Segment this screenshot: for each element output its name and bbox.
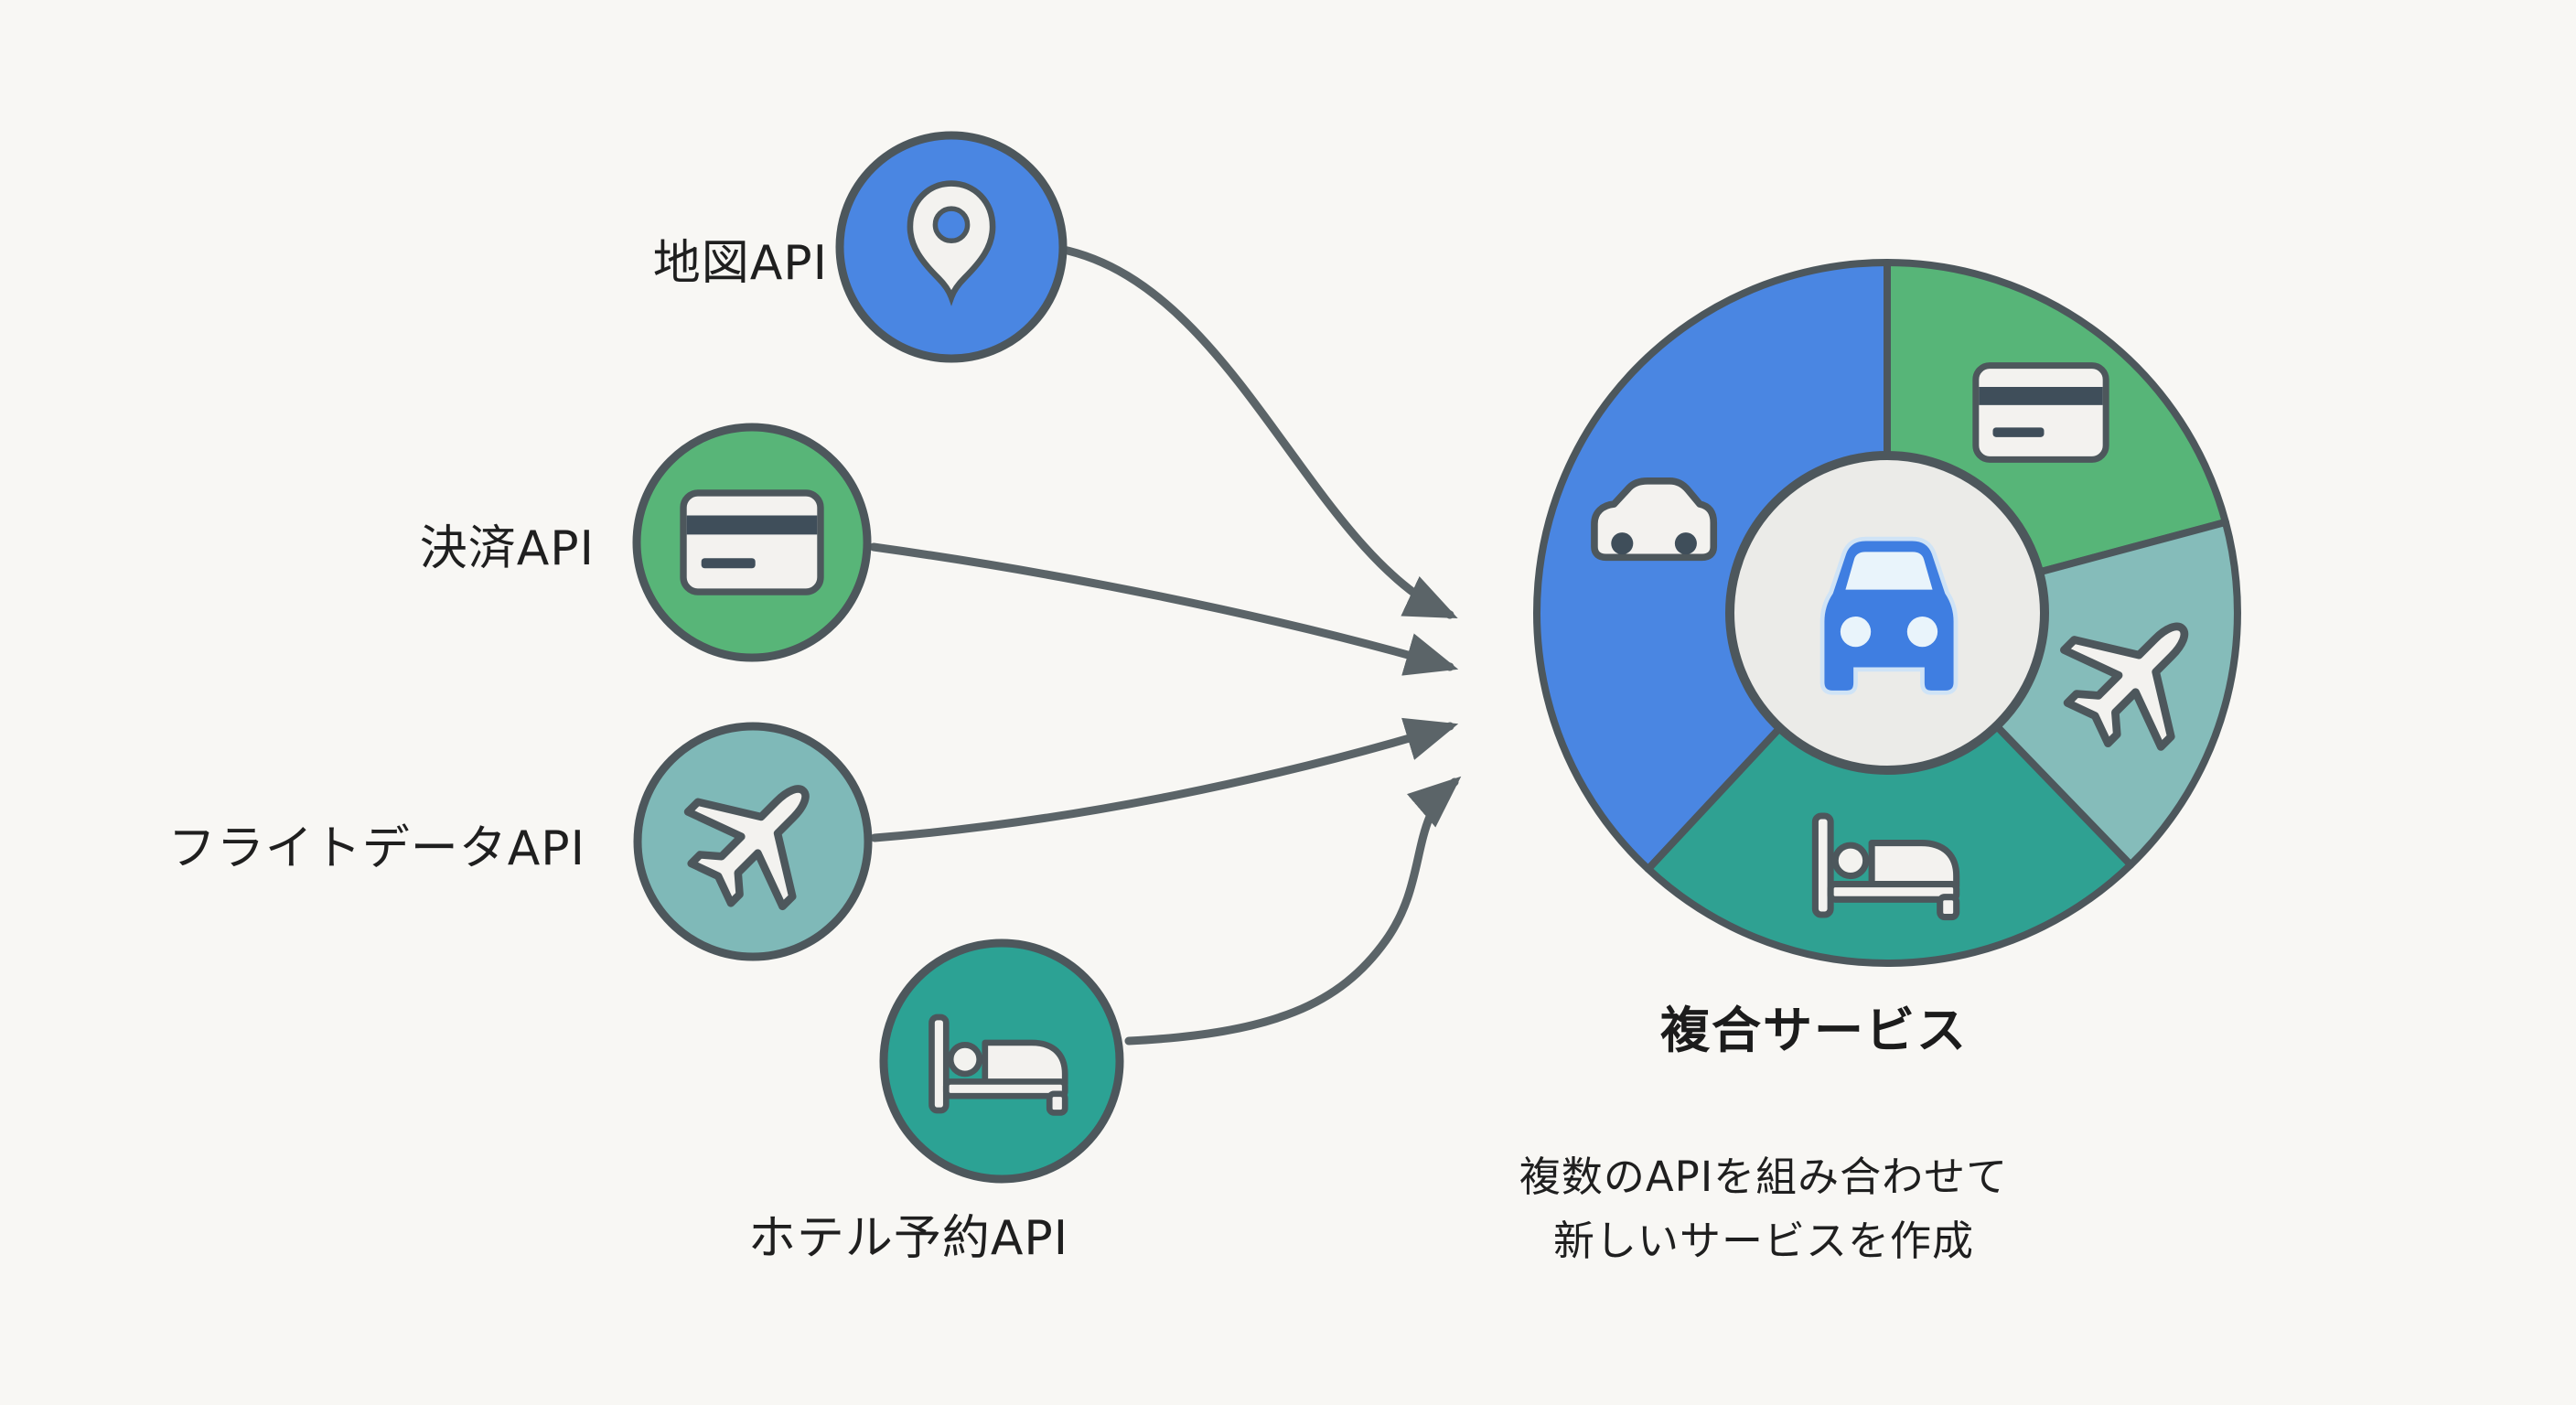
pie-segment-hotel (1644, 609, 2135, 967)
source-node-hotel (879, 938, 1124, 1184)
source-node-map (835, 131, 1068, 363)
car-front-icon (1822, 539, 1956, 692)
source-node-payment (632, 423, 872, 662)
composite-service-description-line1: 複数のAPIを組み合わせて (1519, 1153, 2009, 1201)
hotel-api-label: ホテル予約API (747, 1211, 1069, 1266)
credit-card-icon (1976, 366, 2106, 460)
source-node-flight (633, 722, 873, 961)
composite-service-title: 複合サービス (1660, 1002, 1968, 1059)
arrow-hotel-to-composite (1124, 776, 1462, 1046)
map-api-label: 地図API (652, 236, 828, 291)
flight-api-label: フライトデータAPI (167, 821, 585, 876)
composite-service-description: 複数のAPIを組み合わせて 新しいサービスを作成 (1519, 1145, 2008, 1273)
composite-service-description-line2: 新しいサービスを作成 (1552, 1216, 1975, 1265)
payment-api-label: 決済API (419, 521, 595, 576)
arrow-payment-to-composite (869, 542, 1459, 676)
connector-arrows (869, 244, 1462, 1046)
arrow-map-to-composite (1055, 244, 1458, 619)
credit-card-icon (683, 493, 821, 592)
arrow-flight-to-composite (870, 717, 1459, 842)
pie-segment-maps (1533, 259, 1891, 874)
